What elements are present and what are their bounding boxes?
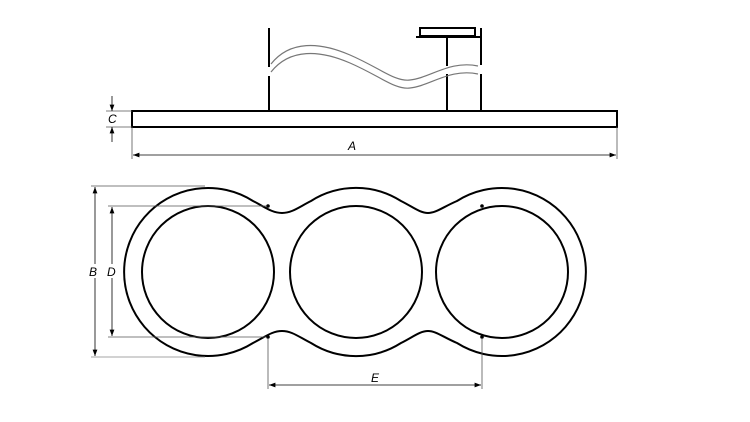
d-label-gap (105, 264, 119, 278)
cap (419, 27, 476, 37)
base-plate (131, 110, 618, 128)
hole-right (435, 205, 569, 339)
mount-point-top-right (480, 204, 484, 208)
mount-point-bottom-right (480, 335, 484, 339)
plan-view: B D E (88, 185, 587, 389)
dimension-label-c: C (108, 112, 117, 126)
mount-point-bottom-left (266, 335, 270, 339)
dimension-label-d: D (107, 265, 116, 279)
break-wave-lower (270, 53, 479, 89)
hole-middle (289, 205, 423, 339)
mount-point-top-left (266, 204, 270, 208)
hole-left (141, 205, 275, 339)
outer-contour (123, 187, 587, 357)
side-view: C A (106, 27, 618, 159)
dimension-label-e: E (371, 371, 380, 385)
dimension-label-a: A (347, 139, 356, 153)
break-wave-upper (270, 45, 479, 81)
dimension-label-b: B (89, 265, 97, 279)
b-label-gap (88, 264, 102, 278)
